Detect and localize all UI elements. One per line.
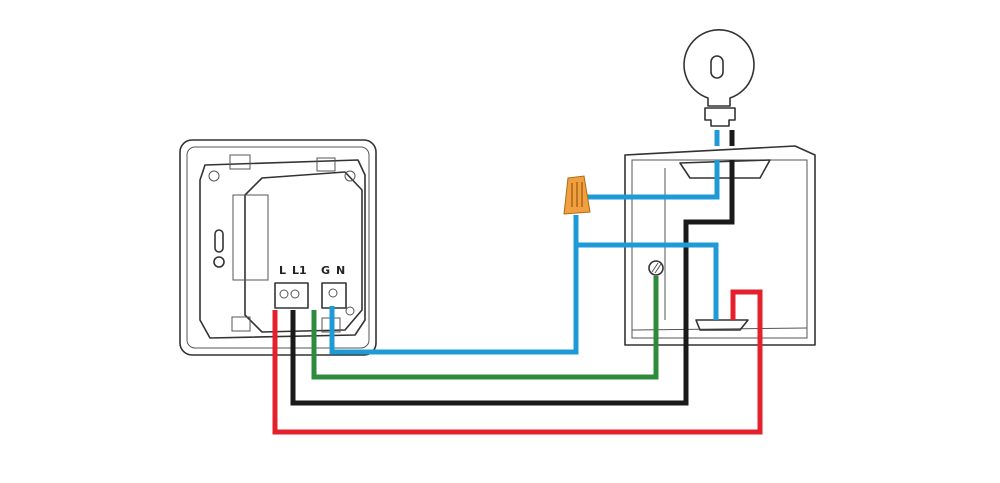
wire-ground-green — [311, 276, 659, 380]
terminal-label-l1: L1 — [292, 264, 307, 277]
wire-live-red — [272, 289, 763, 435]
junction-box — [624, 145, 816, 346]
wire-neutral-to-lamp — [585, 160, 720, 200]
wire-nut-connector-icon — [563, 175, 591, 215]
terminal-label-l: L — [279, 264, 286, 277]
terminal-label-n: N — [336, 264, 345, 277]
wire-neutral-to-box — [576, 242, 719, 320]
smart-switch-module: L L1 G N — [179, 139, 377, 356]
terminal-label-g: G — [321, 264, 330, 277]
wire-neutral-blue — [329, 215, 579, 355]
wire-switched-black — [290, 160, 735, 406]
ground-screw-icon — [648, 260, 664, 276]
light-bulb-icon — [683, 29, 755, 127]
